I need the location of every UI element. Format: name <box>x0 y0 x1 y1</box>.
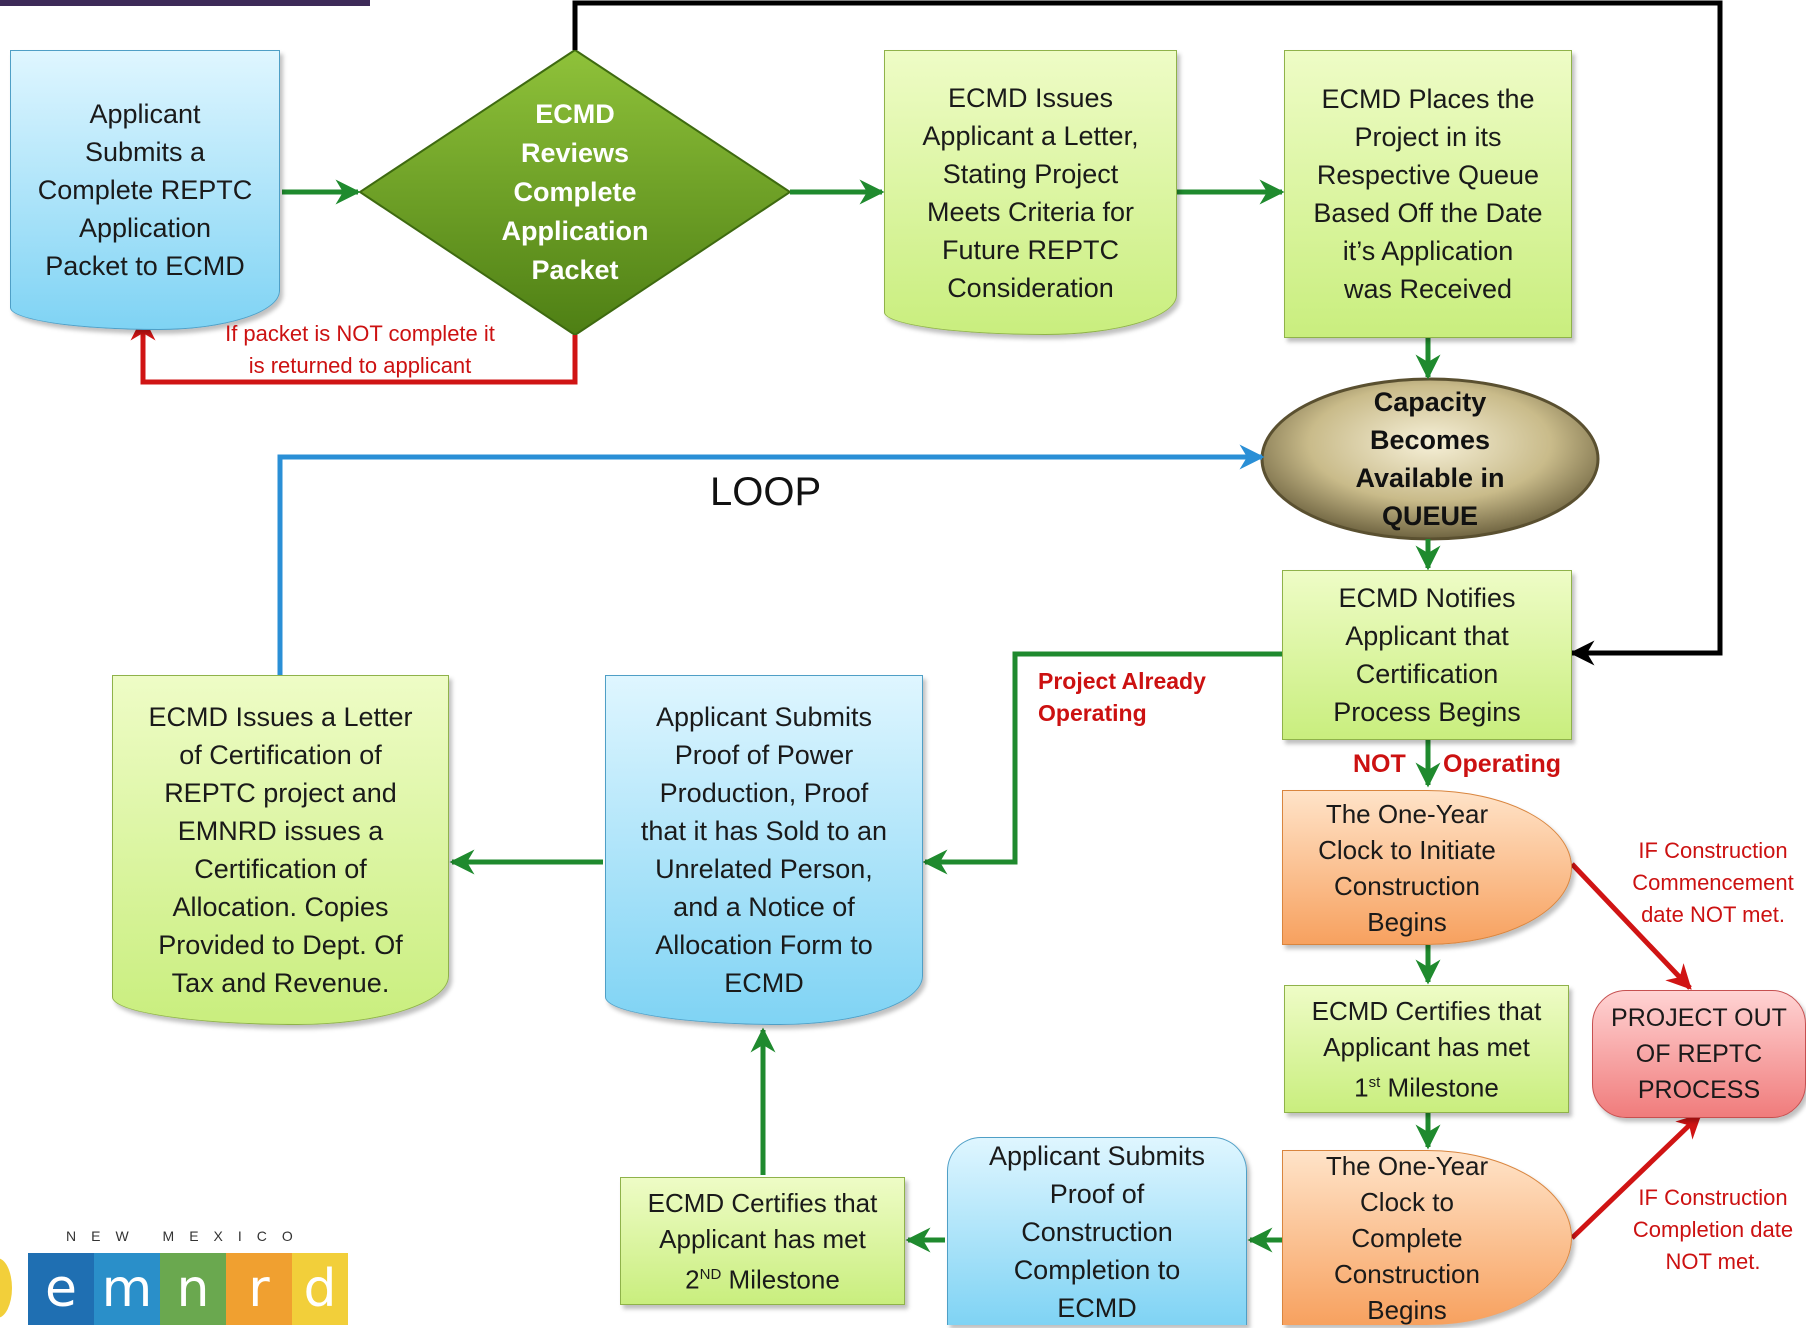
logo-letter-d: d <box>292 1253 348 1325</box>
label-project-already-operating: Project Already Operating <box>1038 668 1206 726</box>
arrow-commencement-fail <box>1570 862 1692 990</box>
header-bar-fragment <box>0 0 370 6</box>
node-queue-placement: ECMD Places the Project in its Respectiv… <box>1284 50 1572 338</box>
arrow-completion-fail <box>1570 1113 1702 1240</box>
arrow-already-operating <box>922 651 1282 875</box>
node-capacity-available: Capacity Becomes Available in QUEUE <box>1355 387 1505 531</box>
node-proof-power-production: Applicant Submits Proof of Power Product… <box>605 675 923 1025</box>
logo-letter-e: e <box>28 1253 94 1325</box>
node-clock-complete-construction: The One-Year Clock to Complete Construct… <box>1282 1150 1572 1325</box>
logo-sun-icon <box>0 1258 12 1318</box>
label-completion-not-met: IF Construction Completion date NOT met. <box>1632 1185 1794 1274</box>
logo-letter-m: m <box>94 1253 160 1325</box>
node-review-packet: ECMD Reviews Complete Application Packet <box>501 99 649 285</box>
label-not: NOT <box>1353 750 1406 778</box>
node-project-out: PROJECT OUT OF REPTC PROCESS <box>1592 990 1806 1118</box>
node-submit-packet: Applicant Submits a Complete REPTC Appli… <box>10 50 280 330</box>
logo-letter-n: n <box>160 1253 226 1325</box>
label-operating: Operating <box>1443 750 1562 778</box>
loop-arrow <box>277 444 1265 675</box>
arrow-review-to-notifies <box>572 0 1723 666</box>
arrow-packet-returned <box>130 315 578 385</box>
logo-letter-r: r <box>226 1253 292 1325</box>
node-certification-letter: ECMD Issues a Letter of Certification of… <box>112 675 449 1025</box>
node-certification-begins: ECMD Notifies Applicant that Certificati… <box>1282 570 1572 740</box>
node-proof-construction: Applicant Submits Proof of Construction … <box>947 1137 1247 1325</box>
label-loop: LOOP <box>710 470 822 514</box>
node-milestone-1: ECMD Certifies that Applicant has met 1s… <box>1284 985 1569 1113</box>
logo-caption: NEW MEXICO <box>66 1228 308 1244</box>
node-letter-future-consideration: ECMD Issues Applicant a Letter, Stating … <box>884 50 1177 335</box>
node-clock-initiate-construction: The One-Year Clock to Initiate Construct… <box>1282 790 1572 945</box>
node-milestone-2: ECMD Certifies that Applicant has met 2N… <box>620 1177 905 1305</box>
label-commencement-not-met: IF Construction Commencement date NOT me… <box>1632 838 1794 927</box>
label-packet-not-complete: If packet is NOT complete it is returned… <box>225 321 495 378</box>
